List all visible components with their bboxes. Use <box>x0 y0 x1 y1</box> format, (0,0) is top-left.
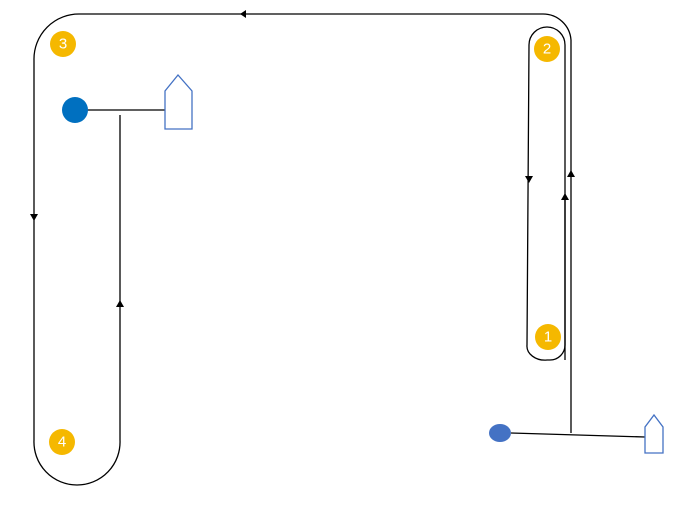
route-top-segment <box>33 13 572 486</box>
waypoint-label: 3 <box>59 36 67 53</box>
arrowhead-icon <box>116 300 124 307</box>
waypoint-marker-1: 1 <box>535 324 561 350</box>
waypoint-marker-3: 3 <box>50 31 76 57</box>
start-connector-line <box>510 432 646 438</box>
arrowhead-icon <box>240 10 246 18</box>
arrowhead-icon <box>561 193 569 200</box>
waypoint-label: 1 <box>544 329 552 346</box>
waypoint-marker-2: 2 <box>534 36 560 62</box>
waypoint-label: 2 <box>543 41 551 58</box>
waypoint-marker-4: 4 <box>49 429 75 455</box>
arrowhead-icon <box>567 170 575 177</box>
arrowhead-icon <box>525 176 533 183</box>
start-point-small <box>489 424 511 442</box>
arrowhead-icon <box>30 214 38 221</box>
end-point-large <box>62 97 88 123</box>
house-shaped-flag-icon <box>644 413 664 454</box>
route-loop-1-2 <box>526 26 566 361</box>
waypoint-label: 4 <box>58 434 66 451</box>
house-shaped-flag-icon <box>164 73 193 130</box>
